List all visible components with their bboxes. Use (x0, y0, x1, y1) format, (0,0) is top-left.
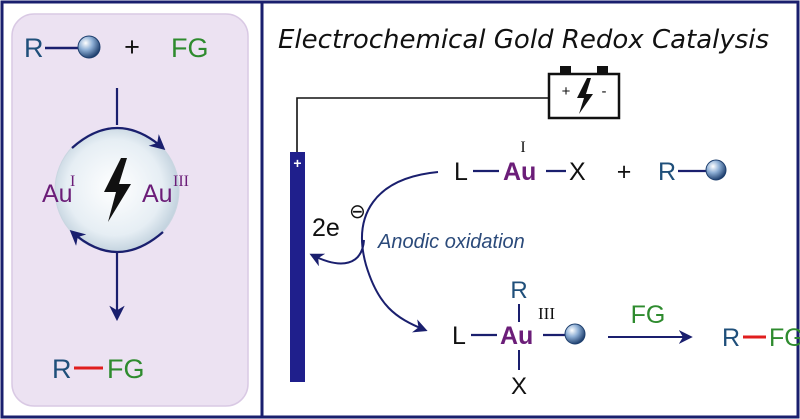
complex1-ligand: L (454, 158, 468, 186)
complex1-metal: Au (503, 158, 536, 186)
cycle-arrow-bottom (69, 229, 164, 253)
anodic-oxidation-label: Anodic oxidation (377, 231, 525, 253)
complex2-ligand: L (452, 322, 466, 350)
reagent-sphere-icon (705, 159, 727, 181)
cycle-right-metal: Au (142, 180, 173, 208)
left-plus: + (124, 32, 140, 62)
gold-iii-complex: R III L Au X (452, 277, 586, 400)
reagent-r: R (658, 158, 676, 186)
lightning-bolt-icon (104, 158, 131, 222)
oxidation-arrow (361, 171, 439, 333)
right-panel: Electrochemical Gold Redox Catalysis + -… (278, 25, 800, 400)
battery-minus-sign: - (602, 83, 607, 100)
left-panel: R + FG Au I Au III R FG (11, 13, 249, 407)
complex1-ox-state: I (520, 139, 525, 156)
complex2-sphere-icon (564, 323, 586, 345)
cycle-right-ox-state: III (173, 173, 189, 190)
battery-bolt-icon (577, 78, 593, 114)
battery-plus-sign: + (562, 83, 571, 100)
left-reactant-r: R (24, 33, 44, 63)
circuit-wire (296, 97, 548, 152)
battery-icon: + - (547, 66, 621, 120)
cycle-arrow-top (71, 127, 166, 151)
complex1-anion: X (569, 158, 586, 186)
anode-plus-sign: + (293, 155, 301, 171)
left-product-r: R (52, 354, 72, 384)
left-product-fg: FG (107, 354, 145, 384)
arrow-reagent-fg: FG (631, 301, 666, 329)
electron-charge: ⊖ (349, 201, 366, 223)
anode-electrode (290, 152, 305, 382)
gold-i-complex: L Au I X (454, 139, 586, 186)
complex2-ox-state: III (538, 304, 555, 323)
cycle-left-ox-state: I (70, 173, 75, 190)
complex2-top-group: R (510, 277, 527, 304)
complex2-bottom-group: X (511, 373, 527, 400)
cycle-left-metal: Au (42, 180, 73, 208)
left-reactant-fg: FG (171, 33, 209, 63)
electron-count: 2e (312, 214, 340, 242)
left-reactant-sphere-icon (77, 35, 101, 59)
battery-terminal-negative (597, 66, 608, 74)
complex2-metal: Au (500, 322, 533, 350)
main-product-fg: FG (769, 324, 800, 352)
main-plus: + (617, 158, 632, 186)
electron-release-arrow (309, 239, 365, 267)
main-product-r: R (722, 324, 740, 352)
scheme-title: Electrochemical Gold Redox Catalysis (278, 25, 769, 55)
battery-terminal-positive (560, 66, 571, 74)
